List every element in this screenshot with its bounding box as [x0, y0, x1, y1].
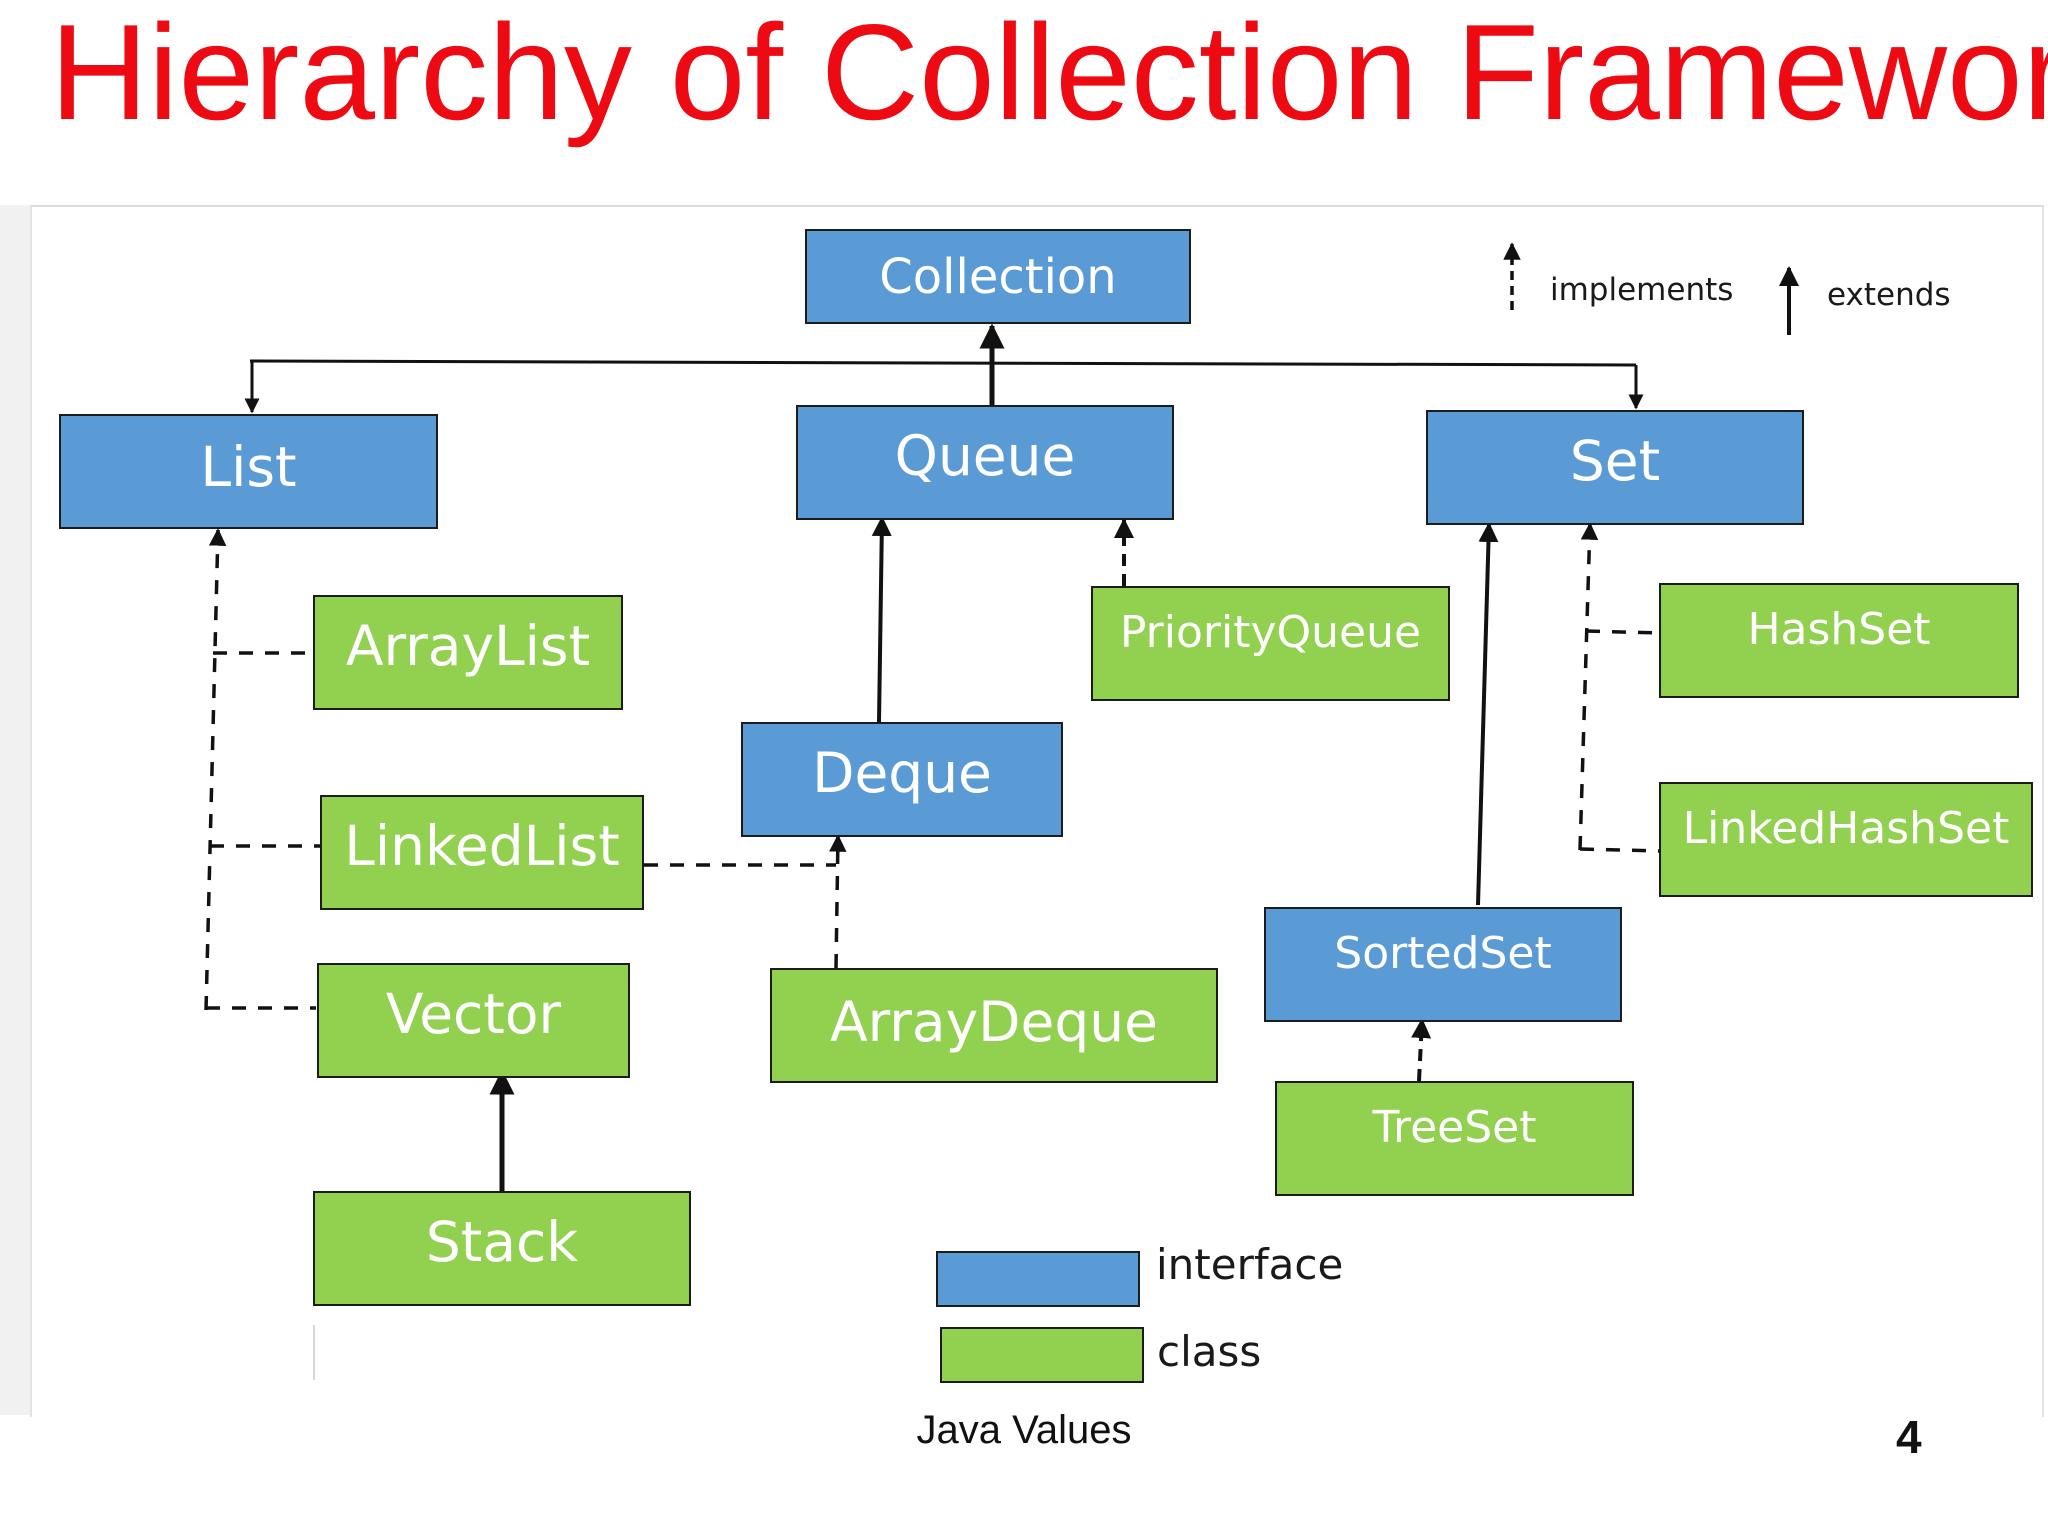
connector-treeset	[1411, 1018, 1432, 1082]
connector-deque-queue	[871, 516, 892, 723]
footer-text: Java Values	[916, 1408, 1132, 1452]
node-linkedlist-label: LinkedList	[344, 813, 620, 878]
legend-interface-label: interface	[1156, 1240, 1344, 1289]
node-queue: Queue	[796, 405, 1174, 520]
node-sortedset-label: SortedSet	[1334, 928, 1552, 979]
node-set: Set	[1426, 410, 1804, 525]
node-linkedlist: LinkedList	[320, 795, 644, 910]
node-hashset: HashSet	[1659, 583, 2019, 698]
node-priorityqueue: PriorityQueue	[1091, 586, 1450, 701]
node-hashset-label: HashSet	[1747, 604, 1931, 655]
node-list-label: List	[200, 434, 297, 499]
node-deque-label: Deque	[812, 740, 992, 805]
node-arraylist: ArrayList	[313, 595, 623, 710]
connector-set-impl-spine	[1578, 522, 1599, 851]
node-arraydeque-label: ArrayDeque	[830, 989, 1158, 1054]
connector-bar	[249, 359, 1637, 367]
legend-class-swatch	[940, 1327, 1144, 1383]
connector-linkedhashset	[1579, 847, 1661, 853]
node-list: List	[59, 414, 438, 529]
legend-extends-label: extends	[1827, 277, 1951, 313]
connector-sortedset-set	[1476, 522, 1499, 906]
node-collection: Collection	[805, 229, 1191, 324]
legend-implements-label: implements	[1550, 272, 1734, 308]
legend-interface-swatch	[936, 1251, 1140, 1307]
node-arraydeque: ArrayDeque	[770, 968, 1218, 1083]
connector-arraydeque	[829, 834, 847, 969]
connector-hashset	[1585, 629, 1661, 635]
node-arraylist-label: ArrayList	[345, 613, 591, 678]
node-treeset: TreeSet	[1275, 1081, 1634, 1196]
page-title: Hierarchy of Collection Framework	[50, 0, 2048, 148]
node-set-label: Set	[1569, 428, 1661, 493]
node-linkedhashset: LinkedHashSet	[1659, 782, 2033, 897]
node-collection-label: Collection	[879, 248, 1117, 305]
node-deque: Deque	[741, 722, 1063, 837]
node-linkedhashset-label: LinkedHashSet	[1682, 803, 2010, 854]
slide-edge	[0, 205, 30, 1415]
legend-class-label: class	[1157, 1327, 1262, 1376]
connector-list-impl-spine	[204, 528, 227, 1011]
node-stack: Stack	[313, 1191, 691, 1306]
node-vector: Vector	[317, 963, 630, 1078]
node-stack-label: Stack	[425, 1209, 579, 1274]
node-priorityqueue-label: PriorityQueue	[1119, 607, 1422, 658]
node-sortedset: SortedSet	[1264, 907, 1622, 1022]
node-treeset-label: TreeSet	[1372, 1102, 1537, 1153]
node-queue-label: Queue	[894, 423, 1076, 488]
page-number: 4	[1896, 1411, 1922, 1463]
node-vector-label: Vector	[385, 981, 562, 1046]
